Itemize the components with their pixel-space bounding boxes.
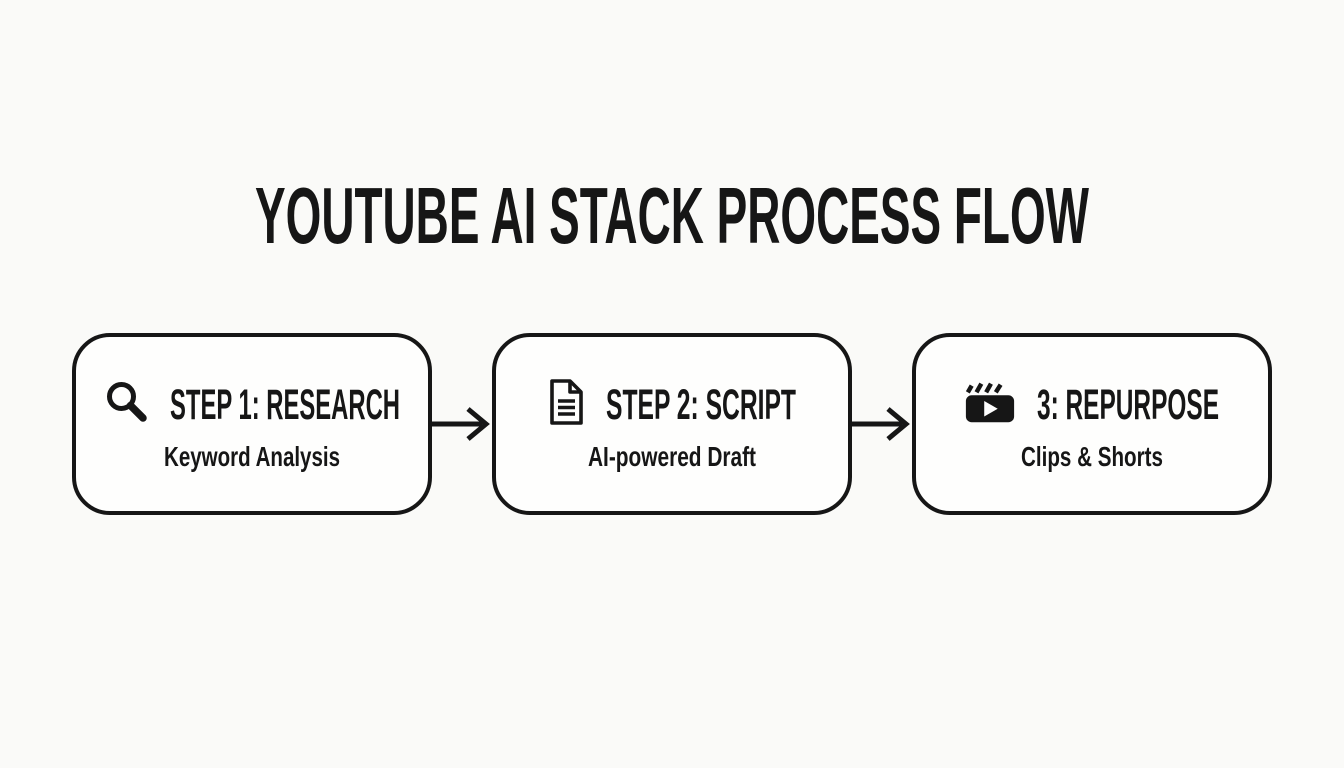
step-3-title-row: 3: REPURPOSE (916, 337, 1268, 426)
step-1-title-row: STEP 1: RESEARCH (76, 337, 428, 426)
step-1-subtitle-text: Keyword Analysis (164, 441, 340, 472)
step-3-subtitle-text: Clips & Shorts (1021, 441, 1163, 472)
step-box-research: STEP 1: RESEARCH Keyword Analysis (72, 333, 432, 515)
step-2-title-text: STEP 2: SCRIPT (606, 381, 796, 426)
right-arrow-icon (852, 407, 910, 441)
step-1-title: STEP 1: RESEARCH (170, 381, 400, 426)
step-3-title-text: 3: REPURPOSE (1037, 381, 1219, 426)
page-title-text: YOUTUBE AI STACK PROCESS FLOW (255, 184, 1089, 248)
step-1-title-text: STEP 1: RESEARCH (170, 381, 400, 426)
magnifier-icon (107, 382, 147, 422)
step-2-title-row: STEP 2: SCRIPT (496, 337, 848, 426)
step-2-title: STEP 2: SCRIPT (606, 381, 796, 426)
step-1-subtitle: Keyword Analysis (76, 436, 428, 481)
step-3-title: 3: REPURPOSE (1037, 381, 1219, 426)
page-title: YOUTUBE AI STACK PROCESS FLOW (255, 184, 1089, 248)
right-arrow-icon (432, 407, 490, 441)
step-box-script: STEP 2: SCRIPT AI-powered Draft (492, 333, 852, 515)
document-icon (550, 379, 583, 425)
step-2-subtitle-text: AI-powered Draft (588, 441, 756, 472)
step-2-subtitle: AI-powered Draft (496, 436, 848, 481)
clapperboard-icon (965, 382, 1015, 423)
step-box-repurpose: 3: REPURPOSE Clips & Shorts (912, 333, 1272, 515)
step-3-subtitle: Clips & Shorts (916, 436, 1268, 481)
